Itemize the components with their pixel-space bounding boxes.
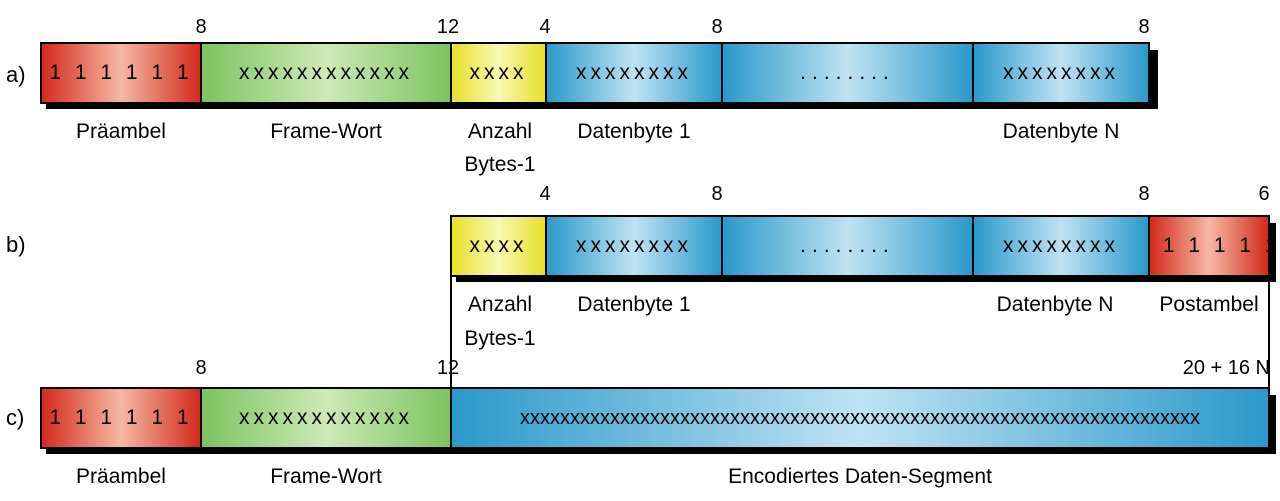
postamble-segment: 1 1 1 1 1 1 [1148,215,1270,277]
bit-width-data-byte-n: 8 [1138,16,1150,38]
caption-data-byte-1-b: Datenbyte 1 [577,293,691,316]
caption-byte-count-b-line2: Bytes-1 [464,327,536,350]
caption-byte-count-line2: Bytes-1 [464,153,536,176]
connector-left [450,277,452,387]
caption-byte-count-b-line1: Anzahl [467,293,533,316]
bit-width-data-byte-1: 8 [711,16,723,38]
row-label-c: c) [6,405,25,430]
preamble-segment: 1 1 1 1 1 1 1 1 [40,42,202,104]
bit-width-frame-word: 12 [436,16,460,38]
bit-width-byte-count: 4 [539,16,551,38]
caption-byte-count-line1: Anzahl [467,120,533,143]
bit-width-preamble: 8 [195,16,207,38]
caption-data-byte-1: Datenbyte 1 [577,120,691,143]
frame-word-segment-c: xxxxxxxxxxxx [200,387,452,449]
data-byte-n-segment: xxxxxxxx [972,42,1150,104]
caption-frame-word: Frame-Wort [270,120,382,143]
encoded-data-segment: xxxxxxxxxxxxxxxxxxxxxxxxxxxxxxxxxxxxxxxx… [450,387,1270,449]
caption-postamble: Postambel [1159,293,1259,316]
data-byte-1-segment-b: xxxxxxxx [545,215,723,277]
data-bytes-ellipsis-segment-b: ........ [721,215,974,277]
row-label-a: a) [6,62,26,87]
bit-width-preamble-c: 8 [195,357,207,379]
bit-width-data-byte-n-b: 8 [1138,183,1150,205]
preamble-segment-c: 1 1 1 1 1 1 1 1 [40,387,202,449]
byte-count-segment-b: xxxx [450,215,547,277]
caption-data-byte-n: Datenbyte N [1002,120,1120,143]
data-bytes-ellipsis-segment: ........ [721,42,974,104]
bit-width-postamble: 6 [1258,183,1270,205]
byte-count-segment: xxxx [450,42,547,104]
caption-encoded-segment: Encodiertes Daten-Segment [728,465,992,488]
row-label-b: b) [6,232,26,257]
caption-frame-word-c: Frame-Wort [270,465,382,488]
bit-width-frame-word-c: 12 [436,357,460,379]
caption-preamble-c: Präambel [76,465,166,488]
caption-preamble: Präambel [76,120,166,143]
data-byte-n-segment-b: xxxxxxxx [972,215,1150,277]
connector-right [1268,277,1270,387]
caption-data-byte-n-b: Datenbyte N [996,293,1114,316]
bit-width-encoded-segment: 20 + 16 N [1182,357,1270,379]
bit-width-byte-count-b: 4 [539,183,551,205]
bit-width-data-byte-1-b: 8 [711,183,723,205]
data-byte-1-segment: xxxxxxxx [545,42,723,104]
frame-word-segment: xxxxxxxxxxxx [200,42,452,104]
